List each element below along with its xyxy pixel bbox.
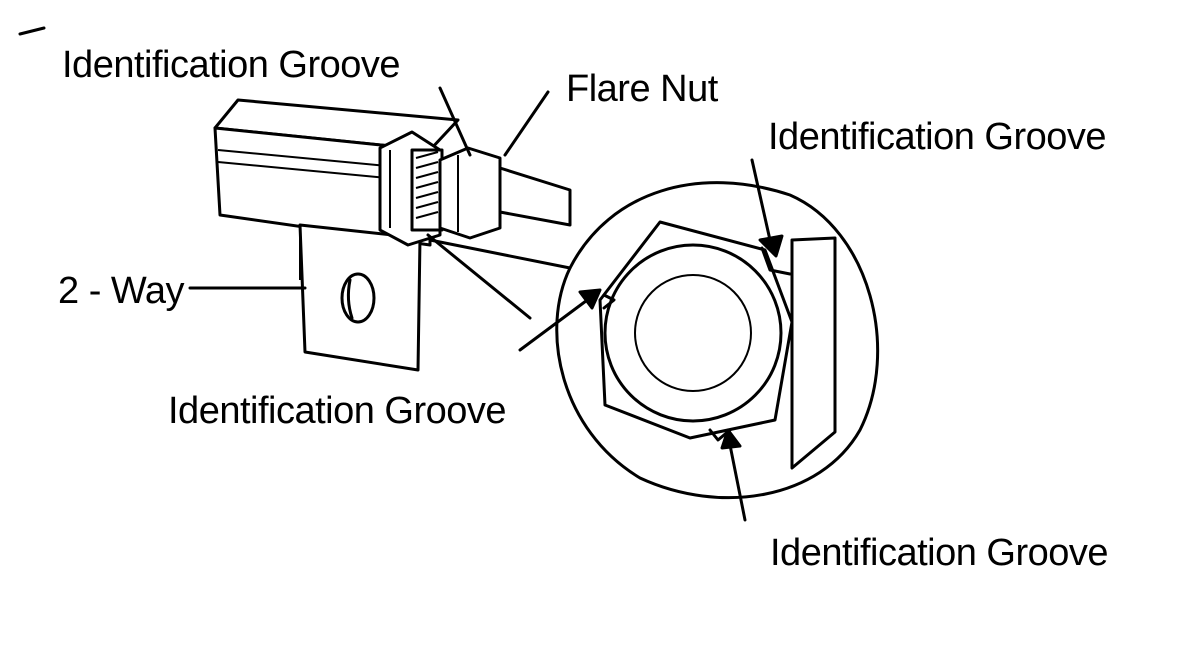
- flare-seat-outer: [603, 243, 783, 423]
- label-groove-top-left: Identification Groove: [62, 44, 401, 86]
- flare-seat-inner: [634, 274, 752, 392]
- mounting-hole: [340, 272, 376, 324]
- enlarged-view-circle: [555, 181, 880, 500]
- arrows: [518, 158, 784, 522]
- enlarged-hex-nut: [598, 220, 794, 440]
- mounting-bracket: [298, 223, 422, 372]
- label-two-way: 2 - Way: [58, 270, 185, 312]
- label-groove-top-right: Identification Groove: [768, 116, 1107, 158]
- threads: [410, 148, 444, 232]
- label-groove-middle: Identification Groove: [168, 390, 507, 432]
- label-flare-nut: Flare Nut: [566, 68, 718, 110]
- flare-nut-on-pipe: [438, 146, 572, 240]
- enlarged-view: [555, 181, 880, 500]
- label-groove-bottom-right: Identification Groove: [770, 532, 1109, 574]
- valve-body: [213, 98, 460, 247]
- leader-lines: [188, 86, 550, 320]
- pipe-lower-edge: [428, 238, 572, 270]
- enlarged-bracket: [790, 236, 837, 470]
- stray-mark: [18, 26, 46, 36]
